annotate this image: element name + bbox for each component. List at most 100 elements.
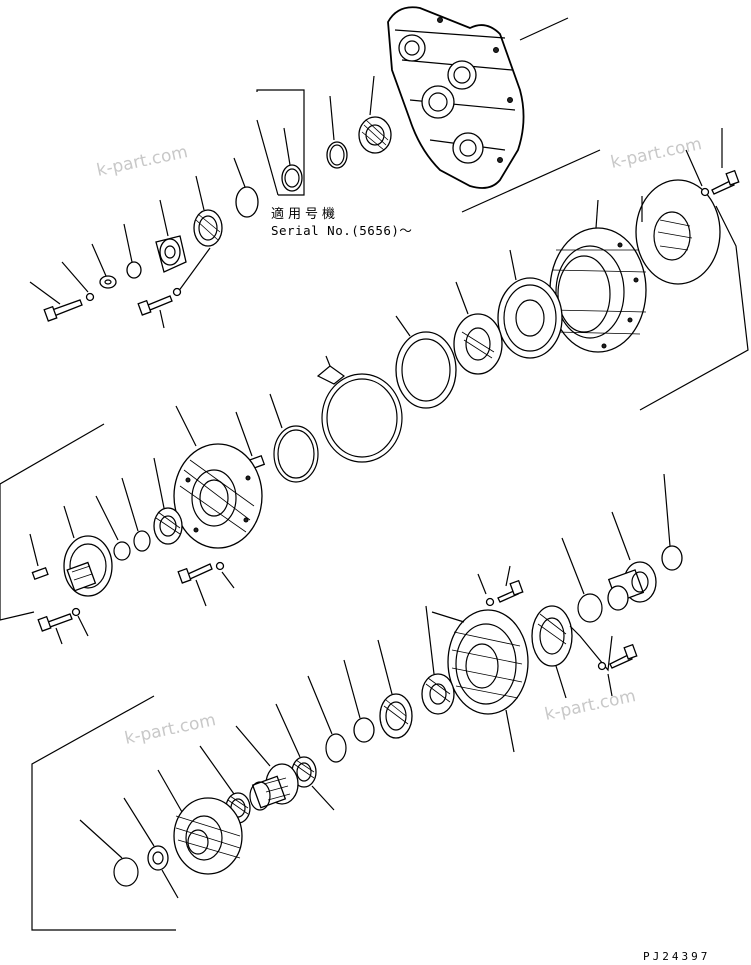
leader-collar-small-2 (161, 869, 179, 899)
leader-lock-washer-lower-right (477, 573, 487, 595)
cover-plate (531, 605, 573, 667)
leader-cover-plate (569, 625, 613, 672)
bolt-mid-left (37, 607, 81, 632)
leader-housing (519, 17, 569, 41)
leader-flanged-gear (63, 505, 75, 539)
leader-piston-bracket-side (0, 484, 35, 621)
leader-bearing-lower (425, 605, 435, 675)
watermark-3: k-part.com (123, 710, 218, 749)
bolt-lower-right (485, 579, 524, 607)
leader-collar-small (123, 797, 155, 847)
sleeve-gear (249, 763, 299, 811)
thrust-washer (379, 693, 413, 739)
leader-friction-disc (509, 249, 517, 281)
leader-dowel-pin (235, 411, 253, 457)
leader-lock-washer-mid-left (77, 615, 89, 637)
leader-circlip-mid (95, 495, 119, 541)
leader-piston-ring (269, 393, 283, 429)
leader-needle-bearing-2 (311, 785, 335, 811)
leader-snap-ring-lower (307, 675, 333, 735)
o-ring-lower-right (577, 593, 603, 623)
piston-ring (273, 425, 319, 483)
serial-number-label: Serial No.(5656)～ (271, 223, 413, 238)
bolt-piston (177, 561, 225, 584)
split-ring-tag (316, 365, 345, 385)
bearing-plate (453, 313, 503, 375)
output-shaft (607, 561, 657, 611)
end-plate (635, 179, 721, 285)
separator-plate (395, 331, 457, 409)
circlip-bottom (113, 857, 139, 887)
leader-needle-bearing (275, 703, 301, 758)
o-ring-top (235, 186, 259, 218)
key-pin (31, 566, 49, 580)
split-ring (321, 373, 403, 463)
bearing-lower (421, 673, 455, 715)
lock-washer-top-left (85, 292, 95, 302)
bolt-top-left (43, 299, 83, 322)
leader-bearing-top (369, 75, 375, 116)
leader-sleeve-gear (235, 725, 271, 767)
leader-bolt-mid-left (55, 627, 63, 645)
leader-flange-coupling (159, 199, 169, 237)
leader-plug-lower-right (663, 473, 671, 547)
leader-cover-plate-2 (555, 665, 567, 699)
leader-spacer-lower (343, 659, 361, 719)
bolt-retainer (137, 295, 173, 316)
leader-bolt-retainer (159, 309, 165, 329)
flanged-gear (63, 535, 113, 597)
ring-gear (447, 609, 529, 715)
snap-ring-lower (325, 733, 347, 763)
leader-output-shaft (611, 511, 631, 561)
leader-clutch-piston (175, 405, 197, 447)
bearing-mid (153, 507, 183, 545)
washer-top (99, 275, 117, 289)
leader-plug-small (123, 223, 133, 263)
bolt-end-plate (700, 169, 740, 197)
serial-bracket (256, 89, 305, 196)
leader-split-ring (325, 355, 331, 367)
leader-bottom-bracket (31, 695, 176, 931)
leader-o-ring-top (233, 157, 246, 188)
leader-bevel-gear (157, 769, 183, 813)
clutch-housing (549, 227, 647, 353)
drawing-number: PJ24397 (643, 950, 711, 963)
leader-bearing-mid (153, 457, 165, 509)
applicability-label: 適用号機 (271, 207, 340, 222)
leader-ring-gear (431, 611, 465, 623)
serial-bracket-left (256, 119, 279, 196)
circlip-mid (113, 541, 131, 561)
leader-circlip-bottom (79, 819, 123, 859)
leader-bolt-lower-right (505, 565, 511, 587)
flange-coupling (155, 235, 187, 273)
leader-bolt-piston (195, 579, 207, 607)
plug-lower-right (661, 545, 683, 571)
leader-thrust-washer (377, 639, 393, 695)
leader-oil-seal (195, 175, 205, 211)
leader-piston-bracket-top (0, 423, 105, 485)
bevel-gear (173, 797, 243, 875)
transmission-housing (387, 6, 525, 189)
leader-end-plate-bracket (639, 205, 749, 411)
leader-bearing-plate (455, 281, 469, 315)
collar-small (147, 845, 169, 871)
leader-o-ring-lower-right (561, 537, 585, 595)
leader-clutch-housing (595, 199, 599, 229)
leader-seal-ring-serial (283, 127, 291, 166)
lock-washer-retainer (172, 287, 182, 297)
watermark-2: k-part.com (609, 134, 704, 173)
leader-lock-washer-top-left (61, 261, 89, 293)
bearing-top (358, 116, 392, 154)
spacer-lower (353, 717, 375, 743)
seal-ring-serial (281, 164, 303, 192)
clutch-piston (173, 443, 263, 549)
watermark-1: k-part.com (95, 142, 190, 181)
leader-washer-top (91, 243, 107, 277)
oil-seal (193, 209, 223, 247)
leader-bolt-top-left (29, 281, 61, 305)
bolt-cover (597, 643, 638, 671)
plug-small (126, 261, 142, 279)
leader-bolt-cover (607, 673, 613, 697)
